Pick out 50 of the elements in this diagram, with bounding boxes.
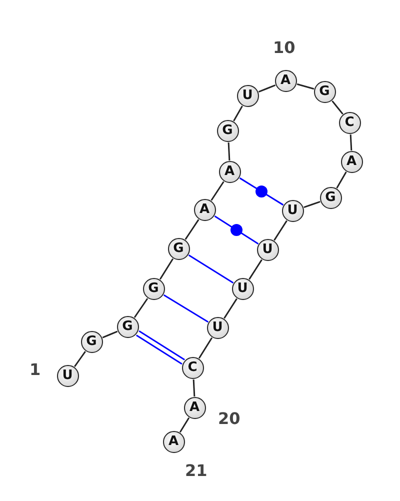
backbone-line: [224, 298, 238, 319]
backbone-line: [350, 134, 352, 151]
position-number: 1: [30, 360, 41, 378]
backbone-line: [258, 84, 276, 92]
backbone-line: [296, 83, 314, 90]
backbone-line: [134, 298, 148, 318]
nucleotide-circle: G: [80, 330, 102, 352]
position-number: 20: [218, 408, 240, 428]
backbone-line: [159, 258, 174, 280]
nucleotide-circle: U: [256, 238, 278, 260]
nucleotide-circle: C: [182, 356, 204, 378]
nucleotide-circle: A: [218, 160, 240, 182]
base-pair-line: [214, 216, 259, 244]
nucleotide-circle: G: [216, 120, 238, 142]
backbone-line: [184, 219, 200, 240]
nucleotide-circle: A: [274, 70, 296, 92]
nucleotide-circle: G: [142, 278, 164, 300]
backbone-line: [233, 106, 243, 122]
backbone-line: [274, 220, 288, 241]
base-pair-line: [136, 330, 186, 365]
base-pair-line: [188, 254, 234, 284]
nucleotide-circle: C: [338, 112, 360, 134]
nucleotide-circle: U: [56, 364, 78, 386]
backbone-line: [304, 201, 320, 208]
backbone-line: [336, 172, 347, 188]
nucleotide-circle: G: [314, 80, 336, 102]
nucleotide-circle: A: [194, 198, 216, 220]
nucleotide-circle: A: [162, 430, 184, 452]
backbone-line: [179, 417, 190, 433]
backbone-line: [198, 337, 213, 359]
nucleotide-circle: G: [168, 238, 190, 260]
backbone-line: [192, 379, 196, 397]
nucleotide-circle: G: [116, 316, 138, 338]
nucleotide-circle: G: [320, 186, 342, 208]
backbone-line: [248, 259, 262, 280]
nucleotide-circle: U: [232, 278, 254, 300]
nucleotide-circle: U: [282, 200, 304, 222]
base-pair-line: [163, 294, 209, 323]
backbone-line: [102, 330, 118, 338]
position-number: 21: [185, 460, 208, 480]
base-pair-line: [239, 177, 284, 206]
nucleotide-circle: U: [206, 316, 228, 338]
backbone-line: [210, 181, 224, 201]
backbone-line: [228, 142, 230, 161]
nucleotide-circle: U: [236, 84, 258, 106]
position-number: 10: [273, 38, 296, 56]
backbone-line: [332, 100, 344, 115]
nucleotide-circle: A: [184, 396, 206, 418]
nucleotide-circle: A: [340, 150, 362, 172]
backbone-line: [74, 350, 86, 368]
